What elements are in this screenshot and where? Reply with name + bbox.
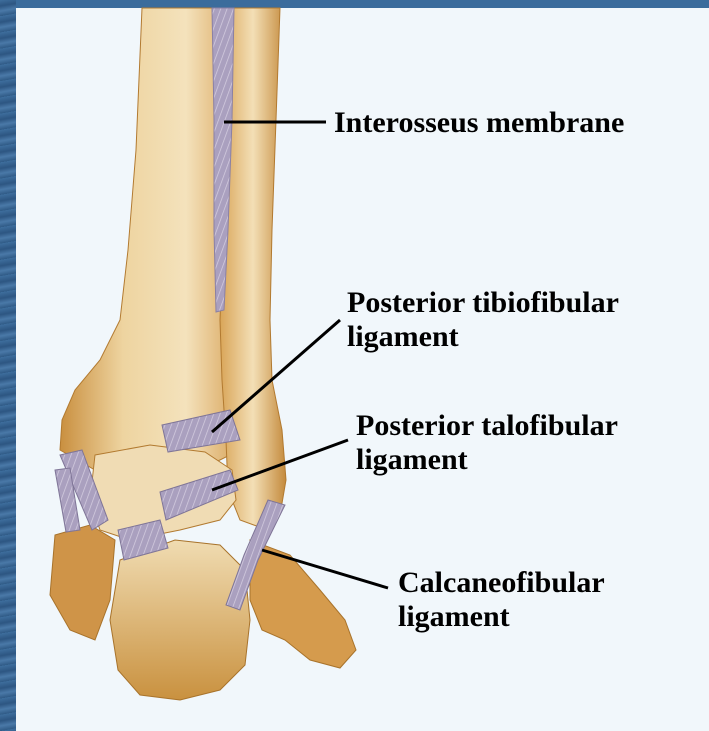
label-calcaneofibular-line2: ligament: [398, 600, 605, 634]
label-posterior-tibiofibular-line1: Posterior tibiofibular: [347, 286, 619, 320]
label-posterior-talofibular-line1: Posterior talofibular: [356, 409, 618, 443]
calcaneus-bone: [110, 540, 250, 700]
foot-bones-medial: [50, 525, 115, 640]
label-calcaneofibular-ligament: Calcaneofibular ligament: [398, 566, 605, 634]
label-posterior-talofibular-line2: ligament: [356, 443, 618, 477]
label-posterior-tibiofibular-ligament: Posterior tibiofibular ligament: [347, 286, 619, 354]
label-posterior-tibiofibular-line2: ligament: [347, 320, 619, 354]
label-posterior-talofibular-ligament: Posterior talofibular ligament: [356, 409, 618, 477]
label-calcaneofibular-line1: Calcaneofibular: [398, 566, 605, 600]
foot-bones-lateral: [250, 540, 356, 668]
label-interosseus-membrane-line1: Interosseus membrane: [334, 106, 624, 140]
label-interosseus-membrane: Interosseus membrane: [334, 106, 624, 140]
